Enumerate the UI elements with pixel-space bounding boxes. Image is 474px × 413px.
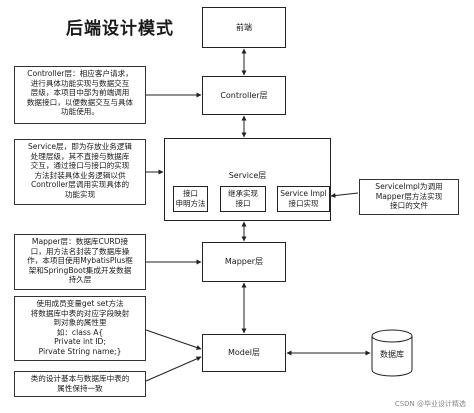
- controller-label: Controller层: [220, 90, 268, 100]
- model-note: 使用成员变量get set方法 将数据库中表的对应字段映射 到对象的属性里 如：…: [14, 296, 146, 361]
- mapper-box: Mapper层: [202, 242, 286, 282]
- service-note: Service层，即为存放业务逻辑 处理层级，其不直接与数据库 交互，通过接口与…: [14, 139, 146, 205]
- model-box: Model层: [202, 334, 286, 372]
- model-table-note: 类的设计基本与数据库中表的 属性保持一致: [14, 371, 146, 397]
- arrow-note-model: [145, 329, 202, 350]
- service-impl-label: Service Impl 接口实现: [280, 189, 327, 208]
- arrow-note-serviceimpl: [330, 192, 359, 198]
- watermark: CSDN @毕业设计精选: [394, 400, 466, 408]
- service-impl-box: Service Impl 接口实现: [277, 186, 330, 212]
- database-label: 数据库: [380, 350, 404, 359]
- mapper-label: Mapper层: [224, 257, 264, 266]
- inherit-impl-box: 继承实现 接口: [220, 186, 266, 212]
- inherit-impl-label: 继承实现 接口: [228, 189, 258, 208]
- controller-note: Controller层：相应客户请求， 进行具体功能实现与数据交互 层级，本项目…: [14, 66, 146, 124]
- database-cylinder: [371, 329, 413, 377]
- model-label: Model层: [227, 348, 261, 357]
- arrow-note-model-table: [145, 356, 202, 382]
- service-impl-note: ServiceImpl为调用 Mapper层方法实现 接口的文件: [359, 179, 459, 215]
- controller-box: Controller层: [202, 76, 286, 115]
- interface-decl-label: 接口 申明方法: [175, 189, 206, 208]
- frontend-label: 前端: [236, 22, 252, 32]
- service-label: Service层: [228, 171, 267, 180]
- frontend-box: 前端: [202, 7, 286, 48]
- page-title: 后端设计模式: [66, 19, 174, 39]
- interface-decl-box: 接口 申明方法: [173, 186, 208, 212]
- mapper-note: Mapper层：数据库CURD接 口，用方法名封装了数据库操 作，本项目使用My…: [14, 234, 146, 290]
